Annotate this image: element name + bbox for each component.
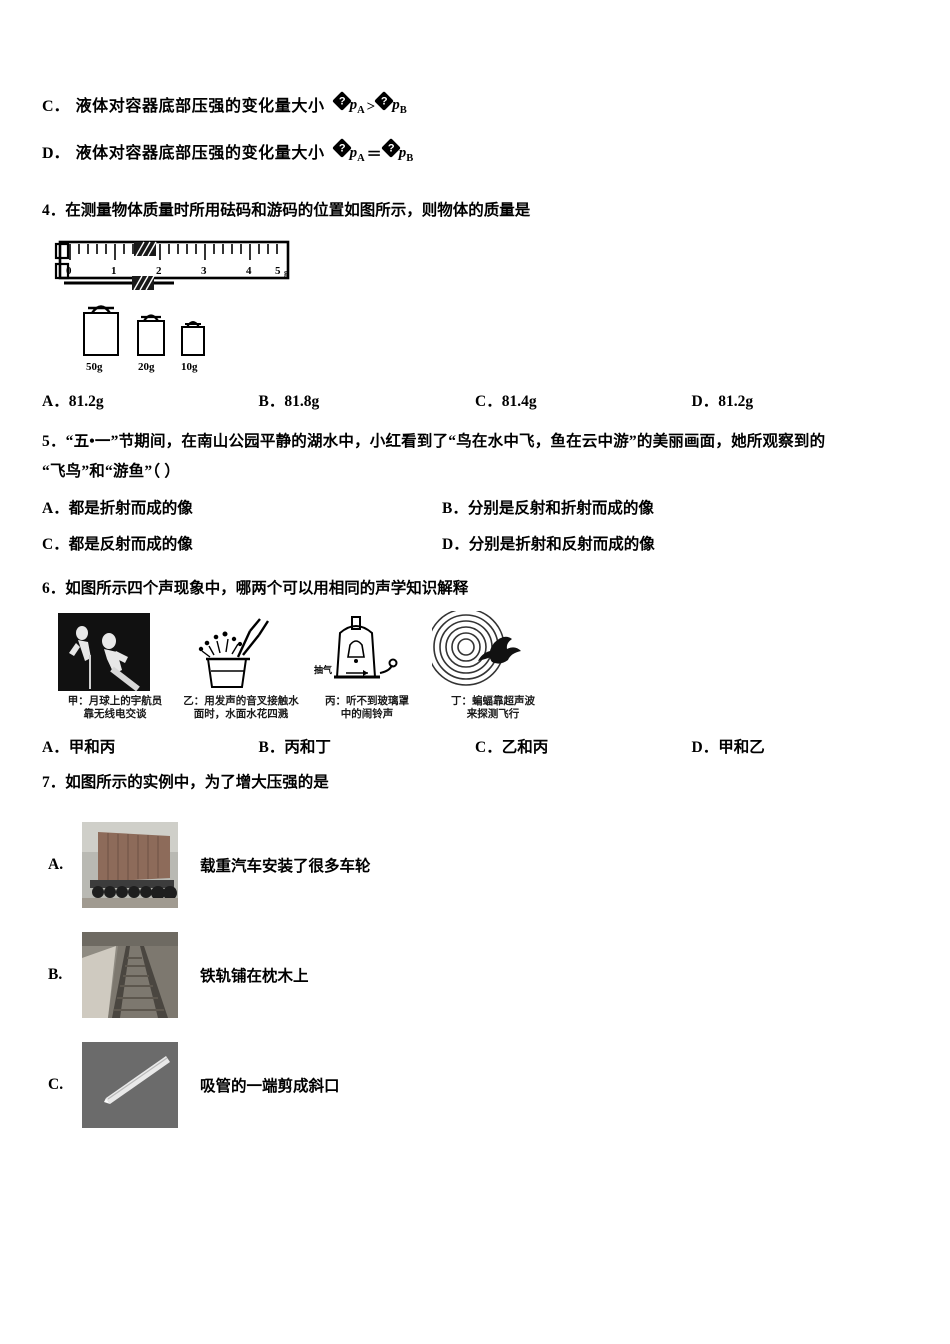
delta-expression-c: ? pA > ? pB bbox=[331, 90, 407, 118]
question6-stem: 6．如图所示四个声现象中，哪两个可以用相同的声学知识解释 bbox=[42, 579, 469, 597]
question7-stem: 7．如图所示的实例中，为了增大压强的是 bbox=[42, 774, 329, 792]
question5-option-b: B．分别是反射和折射而成的像 bbox=[442, 500, 654, 518]
question4-option-c: C．81.4g bbox=[475, 392, 537, 410]
option-caption: 铁轨铺在枕木上 bbox=[200, 967, 309, 985]
weight-label-50g: 50g bbox=[86, 361, 103, 373]
missing-glyph-icon: ? bbox=[331, 138, 352, 159]
question5-option-a: A．都是折射而成的像 bbox=[42, 500, 193, 518]
bell-in-vacuum-jar-icon: 抽气 bbox=[306, 611, 406, 694]
question7-option-a: A. bbox=[42, 821, 908, 908]
question5-options-row1: A．都是折射而成的像 B．分别是反射和折射而成的像 bbox=[42, 491, 908, 527]
option-caption: 吸管的一端剪成斜口 bbox=[200, 1077, 340, 1095]
option-label: C． bbox=[42, 97, 70, 115]
svg-text:3: 3 bbox=[201, 265, 207, 277]
option-caption: 载重汽车安装了很多车轮 bbox=[200, 857, 371, 875]
question5-option-d: D．分别是折射和反射而成的像 bbox=[442, 535, 655, 553]
question6-option-d: D．甲和乙 bbox=[691, 739, 765, 757]
question6-option-c: C．乙和丙 bbox=[475, 739, 549, 757]
question3-option-d: D． 液体对容器底部压强的变化量大小 ? pA ＝ ? pB bbox=[42, 138, 908, 166]
suction-annotation: 抽气 bbox=[314, 664, 332, 675]
svg-text:5: 5 bbox=[275, 265, 281, 277]
heavy-truck-photo bbox=[82, 821, 178, 908]
sound-caption-ding: 丁：蝙蝠靠超声波 来探测飞行 bbox=[451, 696, 535, 721]
drinking-straw-photo bbox=[82, 1041, 178, 1128]
option-label: B. bbox=[48, 965, 63, 983]
svg-text:4: 4 bbox=[246, 265, 252, 277]
page-content: C． 液体对容器底部压强的变化量大小 ? pA > ? pB D． 液体对容器底… bbox=[42, 90, 908, 1128]
pressure-variable-a: pA bbox=[349, 97, 365, 116]
question6-option-b: B．丙和丁 bbox=[258, 739, 331, 757]
pressure-variable-b: pB bbox=[398, 144, 414, 164]
railway-track-photo bbox=[82, 931, 178, 1018]
question6-figure-strip: 甲：月球上的宇航员 靠无线电交谈 bbox=[54, 611, 908, 721]
sound-caption-bing: 丙：听不到玻璃罩 中的闹铃声 bbox=[325, 696, 409, 721]
missing-glyph-icon: ? bbox=[380, 138, 401, 159]
sound-figure-jia: 甲：月球上的宇航员 靠无线电交谈 bbox=[54, 611, 176, 721]
option-label: A. bbox=[48, 855, 64, 873]
weight-label-20g: 20g bbox=[138, 361, 155, 373]
relational-operator: ＝ bbox=[366, 146, 382, 163]
astronauts-on-moon-icon bbox=[58, 613, 150, 692]
option-text: 液体对容器底部压强的变化量大小 bbox=[75, 97, 325, 115]
tuning-fork-water-splash-icon bbox=[180, 611, 280, 694]
bat-ultrasound-icon bbox=[432, 611, 530, 692]
option-label: D． bbox=[42, 145, 70, 163]
sound-figure-ding: 丁：蝙蝠靠超声波 来探测飞行 bbox=[432, 611, 554, 721]
sound-figure-bing: 抽气 丙：听不到玻璃罩 中的闹铃声 bbox=[306, 611, 428, 721]
missing-glyph-icon: ? bbox=[331, 90, 352, 111]
question6-options: A．甲和丙 B．丙和丁 C．乙和丙 D．甲和乙 bbox=[42, 735, 908, 757]
sound-caption-yi: 乙：用发声的音叉接触水 面时，水面水花四溅 bbox=[183, 696, 299, 721]
question5-stem-line1: 5．“五•一”节期间，在南山公园平静的湖水中，小红看到了“鸟在水中飞，鱼在云中游… bbox=[42, 432, 826, 450]
question5-option-c: C．都是反射而成的像 bbox=[42, 535, 193, 553]
sound-caption-jia: 甲：月球上的宇航员 靠无线电交谈 bbox=[67, 696, 163, 721]
question4-stem: 4．在测量物体质量时所用砝码和游码的位置如图所示，则物体的质量是 bbox=[42, 202, 531, 220]
question6-option-a: A．甲和丙 bbox=[42, 739, 116, 757]
option-text: 液体对容器底部压强的变化量大小 bbox=[75, 145, 325, 163]
pressure-variable-a: pA bbox=[349, 144, 365, 164]
question4-option-b: B．81.8g bbox=[258, 392, 320, 410]
question3-option-c: C． 液体对容器底部压强的变化量大小 ? pA > ? pB bbox=[42, 90, 908, 118]
question4-option-a: A．81.2g bbox=[42, 392, 104, 410]
question7-option-b: B. 铁轨铺在枕木上 bbox=[42, 931, 908, 1018]
question4-options: A．81.2g B．81.8g C．81.4g D．81.2g bbox=[42, 389, 908, 411]
question4-figure: 0 1 2 3 4 5 g bbox=[54, 238, 294, 373]
option-label: C. bbox=[48, 1075, 64, 1093]
svg-text:0: 0 bbox=[66, 265, 72, 277]
svg-text:g: g bbox=[284, 268, 288, 277]
question5-stem-line2: “飞鸟”和“游鱼”（ ） bbox=[42, 463, 181, 481]
svg-text:2: 2 bbox=[156, 265, 162, 277]
svg-text:1: 1 bbox=[111, 265, 117, 277]
sound-figure-yi: 乙：用发声的音叉接触水 面时，水面水花四溅 bbox=[180, 611, 302, 721]
delta-expression-d: ? pA ＝ ? pB bbox=[331, 138, 414, 166]
weight-label-10g: 10g bbox=[181, 361, 198, 373]
relational-operator: > bbox=[366, 99, 376, 116]
question5-options-row2: C．都是反射而成的像 D．分别是折射和反射而成的像 bbox=[42, 527, 908, 563]
question7-option-c: C. 吸管的一端剪成斜口 bbox=[42, 1041, 908, 1128]
pressure-variable-b: pB bbox=[392, 97, 407, 116]
question4-option-d: D．81.2g bbox=[691, 392, 754, 410]
